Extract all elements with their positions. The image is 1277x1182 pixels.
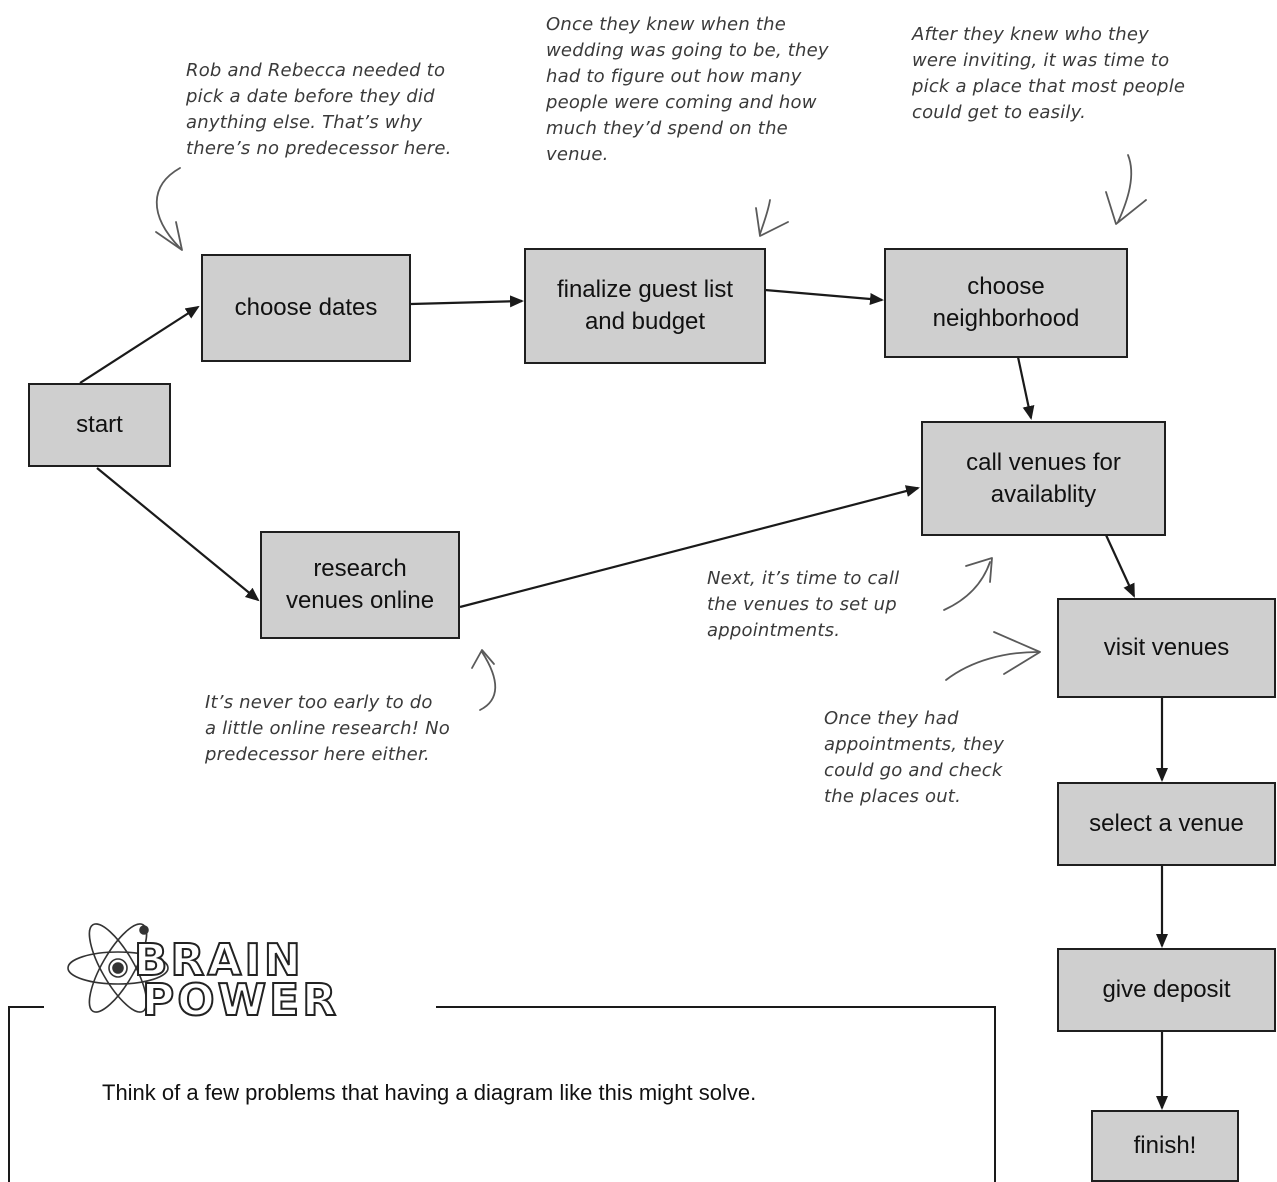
note-visit-venues: Once they had appointments, they could g… — [824, 708, 1005, 807]
brain-power-title-line1: BRAIN — [133, 934, 304, 987]
arrow-neighborhood-to-call — [1016, 356, 1035, 420]
handdrawn-arrowhead-call — [965, 557, 993, 583]
node-give-deposit: give deposit — [1057, 948, 1276, 1032]
node-choose-dates: choose dates — [201, 254, 411, 362]
arrow-start-to-research — [96, 467, 260, 602]
arrow-start-to-dates — [79, 305, 200, 384]
handdrawn-arrow-dates — [155, 167, 181, 249]
node-visit-venues: visit venues — [1057, 598, 1276, 698]
node-finish: finish! — [1091, 1110, 1239, 1182]
handdrawn-arrow-call — [943, 561, 991, 611]
arrow-dates-to-finalize — [410, 295, 524, 308]
brain-power-border-top-right — [436, 1006, 996, 1008]
handdrawn-arrowhead-dates — [155, 221, 183, 251]
handdrawn-arrow-place — [1117, 154, 1133, 223]
note-research: It’s never too early to do a little onli… — [205, 692, 450, 765]
node-start: start — [28, 383, 171, 467]
node-research-venues: research venues online — [260, 531, 460, 639]
node-call-venues: call venues for availablity — [921, 421, 1166, 536]
handdrawn-arrow-research — [479, 651, 497, 711]
arrow-call-to-visit — [1105, 534, 1135, 598]
handdrawn-arrowhead-guests — [755, 207, 789, 237]
handdrawn-arrowhead-place — [1105, 191, 1147, 225]
brain-power-title-line2: POWER — [141, 974, 340, 1027]
arrow-research-to-call — [459, 485, 920, 609]
handdrawn-arrowhead-research — [471, 649, 495, 669]
note-call-venues: Next, it’s time to call the venues to se… — [707, 568, 900, 641]
note-neighborhood: After they knew who they were inviting, … — [912, 24, 1186, 123]
node-finalize-guest-list: finalize guest list and budget — [524, 248, 766, 364]
brain-power-frame — [8, 1008, 996, 1182]
brain-power-question: Think of a few problems that having a di… — [102, 1080, 757, 1105]
handdrawn-arrow-visit — [945, 651, 1039, 681]
brain-power-border-top-left — [8, 1006, 44, 1008]
arrow-finalize-to-neighborhood — [764, 288, 884, 305]
handdrawn-arrowhead-visit — [993, 631, 1041, 675]
node-choose-neighborhood: choose neighborhood — [884, 248, 1128, 358]
note-choose-dates: Rob and Rebecca needed to pick a date be… — [186, 60, 452, 159]
node-select-venue: select a venue — [1057, 782, 1276, 866]
note-guest-list: Once they knew when the wedding was goin… — [546, 14, 829, 165]
handdrawn-arrow-guests — [759, 199, 771, 235]
